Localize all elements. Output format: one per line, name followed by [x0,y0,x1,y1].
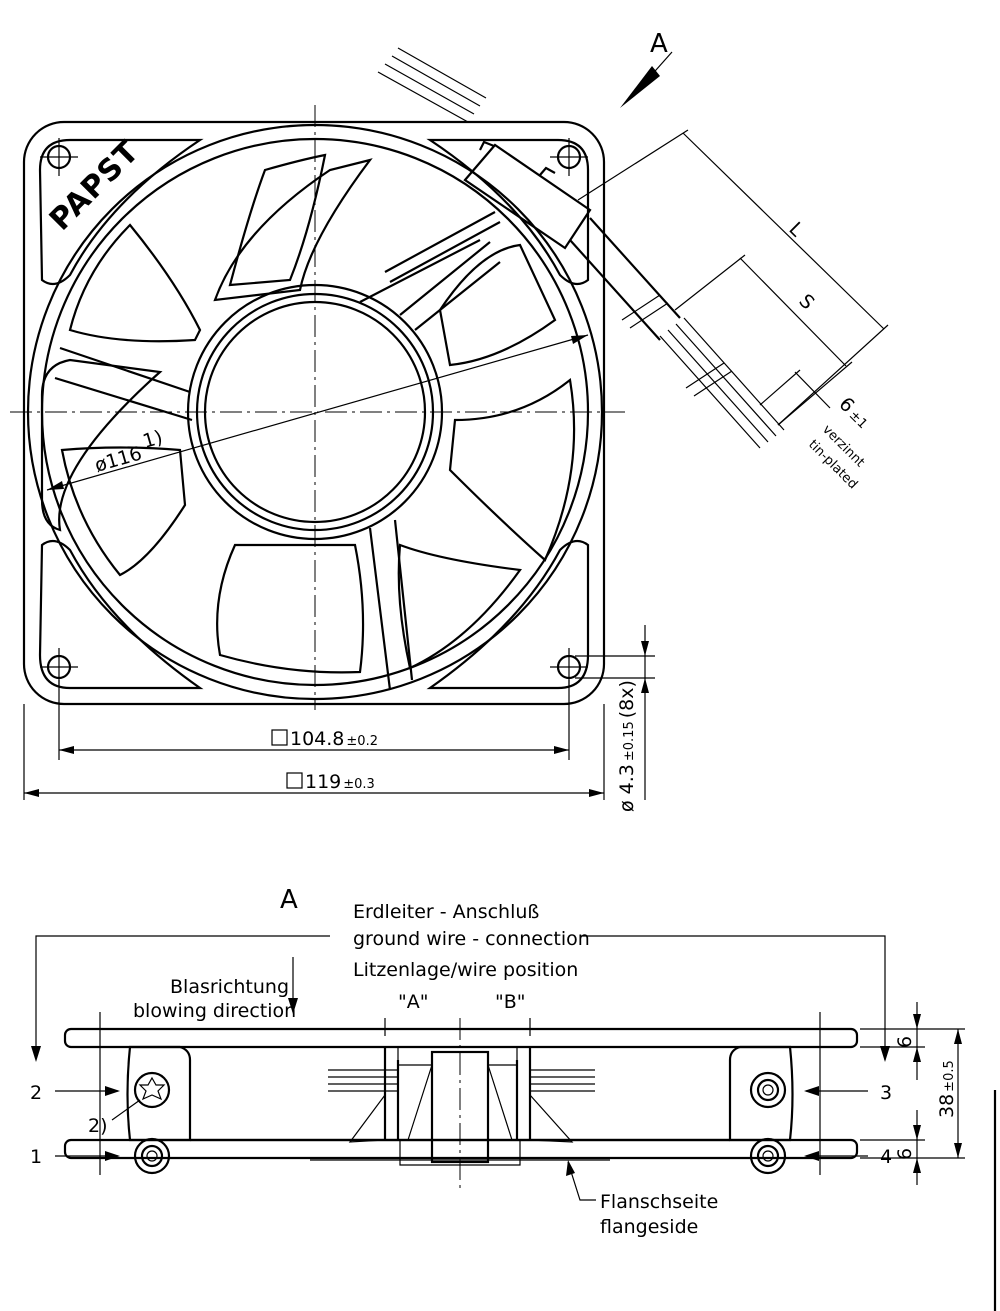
dim-L-line [682,132,885,330]
dim-frame-label: 119±0.3 [305,771,375,793]
strut-bottom [368,519,414,691]
blade-4 [397,543,522,670]
flange-height-top: 6 [894,1036,916,1048]
blade-7 [68,223,202,343]
pin-4: 4 [880,1146,892,1168]
corner-pocket-tl [38,138,204,286]
hole-pin3 [749,1071,787,1109]
mount-hole-tr [550,138,588,176]
flange-en: flangeside [600,1216,698,1238]
fan-frame [22,120,606,706]
cable-routing [359,211,501,303]
cable-sleeve [569,217,681,341]
wire-position: Litzenlage/wire position [353,959,578,981]
blade-3 [448,377,576,562]
hub-section [383,1047,532,1140]
dim-hole-dia-label: ø 4.3±0.15(8x) [616,680,638,812]
strut-left [54,346,193,422]
side-pocket-left [40,358,163,532]
lower-left-hole [133,1137,171,1175]
diameter-arrow-right [571,335,588,344]
view-arrow-a: A [620,29,673,108]
diameter-arrow-left [47,481,64,490]
pin-2: 2 [30,1082,42,1104]
note-2: 2) [88,1115,108,1137]
front-view: PAPST ø116 1) [10,105,625,710]
corner-pocket-tr [426,138,590,286]
top-flange [63,1027,859,1049]
lead-wires [359,47,785,449]
corner-pocket-bl [38,539,204,690]
dim-strip-line [794,371,831,409]
dim-strip-label: 6±1 [834,393,874,433]
sleeve-break [621,294,733,397]
pin-1: 1 [30,1146,42,1168]
bottom-flange [63,1138,859,1160]
total-height-label: 38±0.5 [936,1060,958,1118]
diameter-line [46,334,589,491]
side-view: A Erdleiter - Anschluß ground wire - con… [30,885,997,1311]
right-bracket [728,1045,794,1142]
blade-6 [60,446,187,577]
ground-de: Erdleiter - Anschluß [353,901,539,923]
hole-pin4 [749,1137,787,1175]
flange-height-bottom: 6 [894,1148,916,1160]
ground-screw [133,1071,171,1109]
wire-strands [659,317,785,449]
cable-clamp [463,143,592,250]
blow-en: blowing direction [133,1000,296,1022]
ground-en: ground wire - connection [353,928,590,950]
wire-pos-a: "A" [398,991,428,1013]
blow-de: Blasrichtung [170,976,289,998]
blade-8 [228,153,327,287]
flange-de: Flanschseite [600,1191,718,1213]
wire-pos-b: "B" [495,991,526,1013]
wire-bundle-top [377,47,487,123]
blade-2 [438,243,557,367]
dim-hole-pitch-label: 104.8±0.2 [290,728,378,750]
dim-S-label: S [794,290,818,314]
blade-5 [216,543,365,674]
pin-3: 3 [880,1082,892,1104]
dim-S-line [739,257,847,367]
blade-1 [213,158,373,302]
mount-hole-tl [40,138,78,176]
lead-dimensions: L S 6±1 verzinnt tin-plated [577,129,889,492]
corner-pocket-br [426,539,590,690]
side-wires-b [530,1069,595,1092]
strut-top-right [399,241,501,331]
cable-clamp-detail [479,140,556,176]
mount-hole-bl [40,648,78,686]
side-view-title: A [280,885,298,915]
view-label-top: A [650,29,668,59]
side-wires-a [328,1069,398,1092]
mount-hole-br [550,648,588,686]
frame-dimensions: 104.8±0.2 119±0.3 ø 4.3±0.15(8x) [23,625,655,812]
dim-L-label: L [784,218,807,241]
